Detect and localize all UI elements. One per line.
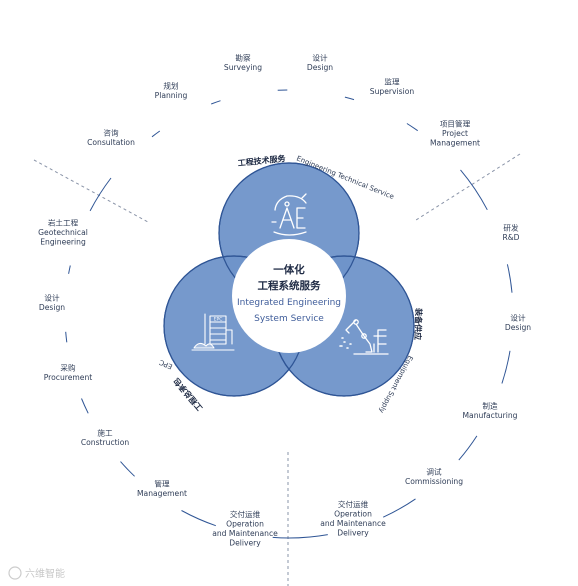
center-subtitle-line2: System Service	[254, 314, 324, 324]
robot-arm-icon	[339, 319, 389, 355]
ring-label-en: Design	[505, 323, 531, 332]
divider-lines	[33, 153, 521, 586]
ring-label: 研发R&D	[502, 222, 519, 242]
ring-label-cn: 交付运维	[338, 499, 369, 509]
ring-arc-segment	[89, 177, 112, 212]
ring-label-en: Geotechnical	[38, 228, 88, 237]
ring-label-en: Design	[39, 303, 65, 312]
ring-label-cn: 咨询	[103, 127, 119, 137]
ring-labels: 勘察Surveying设计Design监理Supervision项目管理Proj…	[38, 52, 531, 547]
ring-label-en: Construction	[81, 438, 130, 447]
ring-label-en: Delivery	[229, 538, 261, 547]
ring-label-cn: 交付运维	[230, 509, 261, 519]
ring-arc-segment	[272, 534, 328, 539]
ring-label-en: Commissioning	[405, 477, 463, 486]
ring-label-en: Project	[442, 129, 468, 138]
ring-label-cn: 研发	[503, 222, 519, 232]
ring-label-en: Planning	[155, 91, 188, 100]
ring-arc-segment	[68, 265, 71, 274]
watermark-logo-icon	[8, 566, 22, 580]
outer-ring	[65, 89, 513, 539]
ring-label-en: and Maintenance	[320, 519, 386, 528]
ring-label-cn: 制造	[482, 400, 498, 410]
ring-arc-segment	[120, 461, 135, 477]
ring-label-en: Management	[137, 489, 187, 498]
ring-label-en: Manufacturing	[463, 411, 518, 420]
service-circles	[163, 162, 415, 397]
ring-label-cn: 设计	[312, 52, 328, 62]
left-circle-title-en: EPC	[158, 358, 174, 371]
ring-label-en: Operation	[334, 509, 372, 518]
ring-label-cn: 设计	[44, 292, 60, 302]
center-subtitle-line1: Integrated Engineering	[237, 298, 341, 308]
ring-label-cn: 岩土工程	[48, 218, 79, 228]
ring-label-cn: 调试	[426, 466, 442, 476]
ring-label-en: Consultation	[87, 138, 135, 147]
divider-line-right	[415, 153, 521, 221]
watermark: 六维智能	[8, 566, 65, 580]
ring-label-en: Supervision	[370, 87, 415, 96]
svg-text:EPC: EPC	[214, 317, 223, 323]
ring-arc-segment	[151, 130, 161, 138]
ring-label-en: and Maintenance	[212, 529, 278, 538]
ring-arc-segment	[506, 264, 513, 293]
ring-label-cn: 勘察	[235, 52, 251, 62]
ring-label-cn: 项目管理	[440, 119, 471, 129]
ring-arc-segment	[181, 510, 216, 527]
ring-label-en: Procurement	[44, 373, 93, 382]
ring-label-cn: 监理	[384, 76, 400, 86]
ring-label-cn: 规划	[163, 80, 178, 90]
ring-label-en: Delivery	[337, 528, 369, 537]
ring-label-en: Engineering	[40, 238, 86, 247]
ring-label-cn: 设计	[510, 312, 526, 322]
ring-label-en: Design	[307, 63, 333, 72]
ai-engineering-icon	[271, 193, 307, 236]
ring-arc-segment	[382, 498, 416, 518]
divider-line-left	[33, 159, 149, 223]
ring-arc-segment	[344, 96, 355, 101]
epc-building-icon: EPC	[191, 313, 235, 351]
center-title-line2: 工程系统服务	[258, 279, 321, 292]
right-circle-title-cn: 装备供应	[413, 307, 424, 340]
ring-arc-segment	[65, 331, 68, 343]
ring-arc-segment	[211, 100, 221, 105]
ring-arc-segment	[501, 350, 511, 384]
ring-arc-segment	[458, 435, 478, 461]
ring-arc-segment	[81, 398, 89, 414]
ring-arc-segment	[460, 169, 488, 211]
center-title-line1: 一体化	[273, 263, 305, 276]
watermark-text: 六维智能	[25, 567, 65, 580]
ring-label-en: Operation	[226, 519, 264, 528]
ring-label-cn: 管理	[154, 478, 170, 488]
ring-label-en: R&D	[502, 233, 519, 242]
ring-label-cn: 施工	[97, 427, 113, 437]
ring-label-cn: 采购	[60, 362, 76, 372]
center-label: 一体化 工程系统服务 Integrated Engineering System…	[237, 263, 341, 324]
center-circle	[232, 239, 346, 353]
ring-arc-segment	[406, 123, 418, 132]
ring-label-en: Surveying	[224, 63, 262, 72]
ring-label-en: Management	[430, 139, 480, 148]
